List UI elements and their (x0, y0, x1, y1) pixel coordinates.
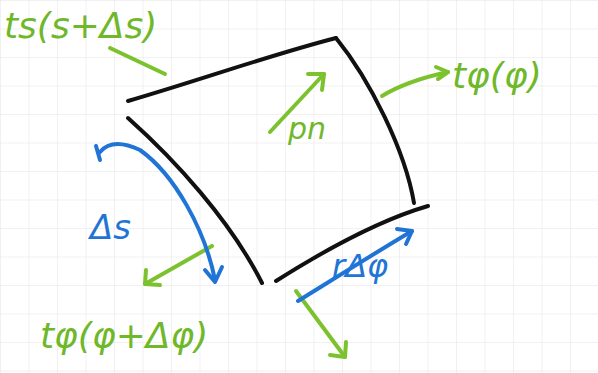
pressure-label: pn (288, 114, 326, 144)
force-label: ts(s+Δs) (4, 8, 157, 44)
force-arrows (110, 48, 448, 357)
force-label: tφ(φ+Δφ) (40, 318, 208, 354)
dimension-arrows (96, 144, 412, 301)
force-label: tφ(φ) (452, 58, 542, 94)
dimension-label: rΔφ (332, 250, 388, 282)
dimension-label: Δs (90, 210, 131, 244)
